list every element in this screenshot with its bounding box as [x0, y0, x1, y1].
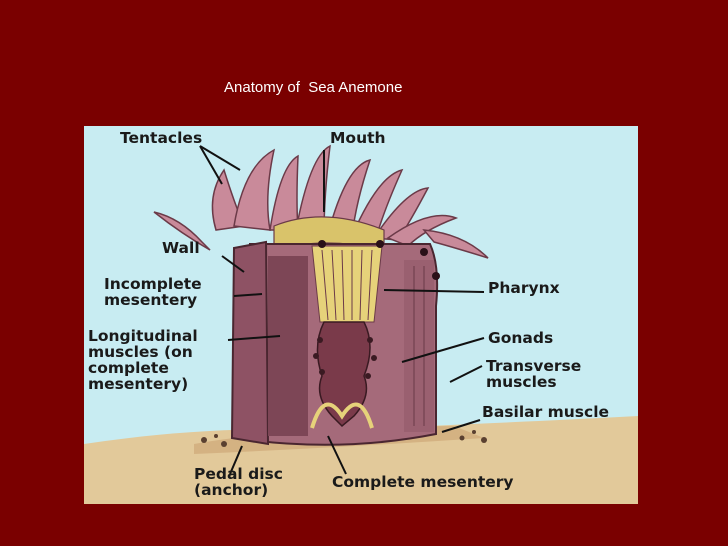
- anemone-diagram: Tentacles Mouth Wall Incomplete mesenter…: [84, 126, 638, 504]
- label-pedal-disc: Pedal disc (anchor): [194, 465, 283, 499]
- label-mouth: Mouth: [330, 129, 386, 147]
- gonads: [316, 321, 371, 428]
- body-wall-left: [230, 240, 270, 446]
- slide-title: Anatomy of Sea Anemone: [224, 79, 403, 96]
- label-incomplete-mesentery: Incomplete mesentery: [104, 275, 202, 309]
- label-pharynx: Pharynx: [488, 279, 560, 297]
- tentacles-group: [153, 144, 489, 259]
- sand: [84, 416, 638, 504]
- label-tentacles: Tentacles: [120, 129, 203, 147]
- label-longitudinal-muscles: Longitudinal muscles (on complete mesent…: [88, 327, 198, 393]
- label-transverse-muscles: Transverse muscles: [486, 357, 582, 391]
- anemone-illustration: [84, 144, 638, 504]
- label-wall: Wall: [162, 239, 200, 257]
- label-basilar-muscle: Basilar muscle: [482, 403, 610, 421]
- pharynx: [311, 245, 383, 323]
- leader-lines: [199, 145, 485, 475]
- label-gonads: Gonads: [488, 329, 554, 347]
- label-complete-mesentery: Complete mesentery: [332, 473, 514, 491]
